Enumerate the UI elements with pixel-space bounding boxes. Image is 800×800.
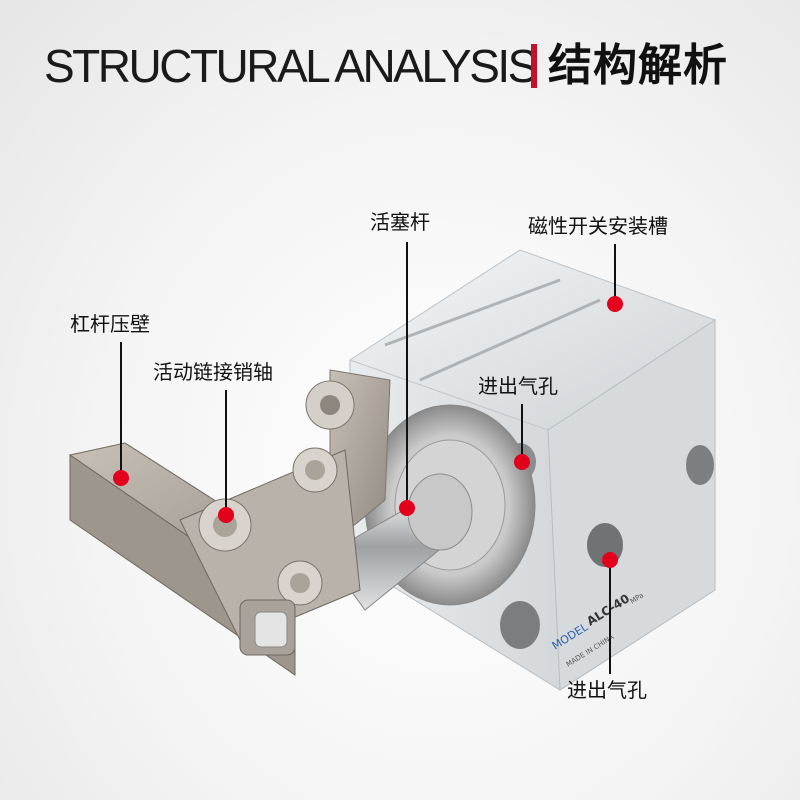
leader-line-lever-press-wall xyxy=(120,342,122,476)
leader-line-piston-rod xyxy=(406,242,408,506)
leader-line-magnetic-switch-slot xyxy=(614,244,616,302)
label-air-port-lower: 进出气孔 xyxy=(567,678,647,702)
marker-dot-air-port-lower xyxy=(602,552,618,568)
marker-dot-link-pin-shaft xyxy=(218,507,234,523)
label-piston-rod: 活塞杆 xyxy=(370,210,430,234)
title-divider xyxy=(531,44,537,88)
label-link-pin-shaft: 活动链接销轴 xyxy=(153,360,273,384)
marker-dot-magnetic-switch-slot xyxy=(607,296,623,312)
leader-line-link-pin-shaft xyxy=(225,390,227,514)
title-english: STRUCTURAL ANALYSIS xyxy=(44,40,538,92)
leader-line-air-port-lower xyxy=(609,568,611,674)
leader-line-air-port-upper xyxy=(521,404,523,460)
title-chinese: 结构解析 xyxy=(548,40,728,91)
marker-dot-lever-press-wall xyxy=(113,470,129,486)
label-lever-press-wall: 杠杆压壁 xyxy=(70,312,150,336)
marker-dot-air-port-upper xyxy=(514,454,530,470)
label-air-port-upper: 进出气孔 xyxy=(478,374,558,398)
label-magnetic-switch-slot: 磁性开关安装槽 xyxy=(528,214,668,238)
marker-dot-piston-rod xyxy=(399,500,415,516)
